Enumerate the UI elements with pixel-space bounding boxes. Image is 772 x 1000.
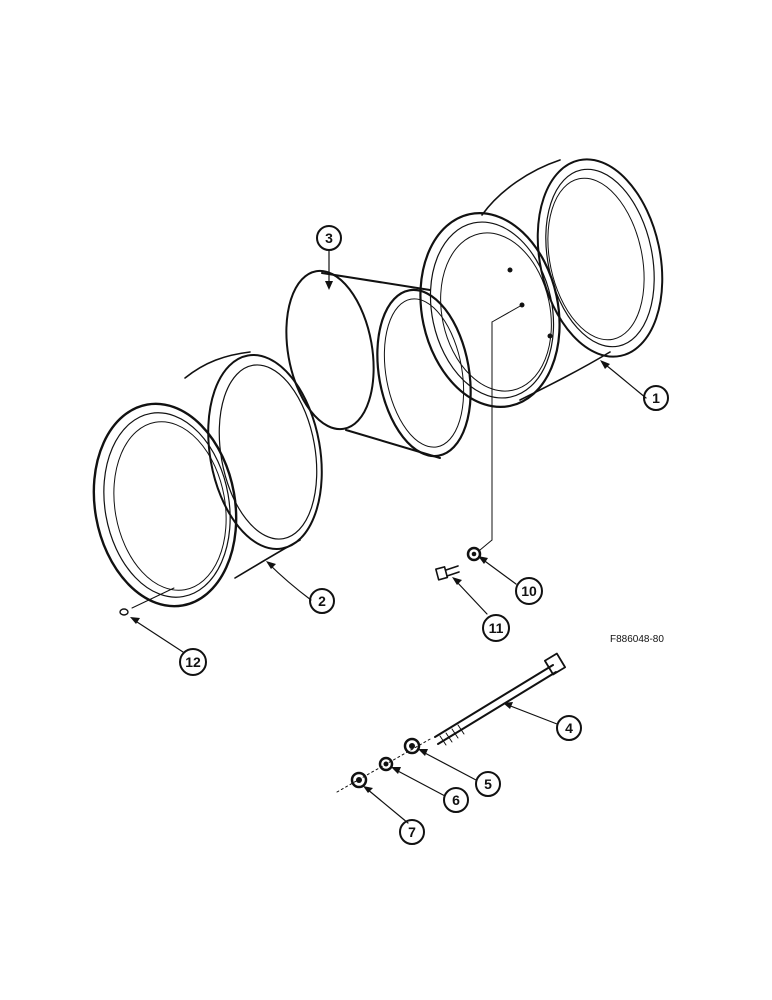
callout-1: 1 <box>643 385 669 411</box>
bolt-hole-icon <box>547 333 553 339</box>
callout-11: 11 <box>482 614 510 642</box>
callout-10: 10 <box>515 577 543 605</box>
callout-label: 2 <box>318 593 326 609</box>
figure-reference: F886048-80 <box>610 634 664 645</box>
bolt-alignment-line <box>479 539 493 551</box>
callout-label: 3 <box>325 230 333 246</box>
callout-7: 7 <box>399 819 425 845</box>
callout-2: 2 <box>309 588 335 614</box>
leader-lines <box>130 249 647 824</box>
callout-3: 3 <box>316 225 342 251</box>
nut-10 <box>466 546 482 562</box>
callout-4: 4 <box>556 715 582 741</box>
assembly-axis-line <box>336 737 433 793</box>
callout-6: 6 <box>443 787 469 813</box>
valve-12 <box>119 587 175 616</box>
callout-label: 4 <box>565 720 573 736</box>
rim-2 <box>92 351 323 608</box>
rim-1 <box>419 158 664 408</box>
callout-label: 5 <box>484 776 492 792</box>
callout-label: 10 <box>521 583 537 599</box>
bolt-alignment-line <box>491 304 523 323</box>
callout-label: 12 <box>185 654 201 670</box>
nut-5 <box>403 737 421 755</box>
band-3 <box>285 269 472 459</box>
callout-5: 5 <box>475 771 501 797</box>
bolt-11 <box>435 565 460 581</box>
callout-label: 7 <box>408 824 416 840</box>
callout-label: 6 <box>452 792 460 808</box>
callout-label: 11 <box>489 620 504 636</box>
bolt-hole-icon <box>507 267 513 273</box>
callout-12: 12 <box>179 648 207 676</box>
tie-bolt-4 <box>434 652 567 746</box>
callout-label: 1 <box>652 390 660 406</box>
